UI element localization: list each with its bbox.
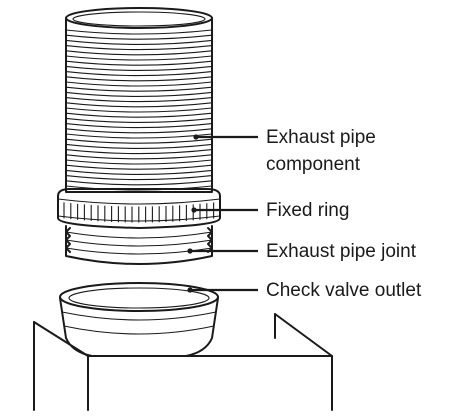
- pipe-rib: [65, 91, 213, 97]
- pipe-rib: [65, 29, 213, 35]
- pipe-rib: [65, 39, 213, 45]
- exhaust-pipe-component: [65, 7, 213, 193]
- pipe-rib: [65, 169, 213, 175]
- pipe-rib: [65, 45, 213, 51]
- callout-leader-lines: [187, 134, 258, 293]
- pipe-rib: [65, 112, 213, 118]
- pipe-rib: [65, 81, 213, 87]
- label-fixed-ring: Fixed ring: [266, 200, 349, 221]
- pipe-rib: [65, 97, 213, 103]
- pipe-rib: [65, 133, 213, 139]
- pipe-rib: [65, 128, 213, 134]
- pipe-rib: [65, 117, 213, 123]
- pipe-rib: [65, 175, 213, 181]
- pipe-rib: [65, 76, 213, 82]
- pipe-rib: [65, 180, 213, 186]
- pipe-rib: [65, 50, 213, 56]
- pipe-rib: [65, 143, 213, 149]
- leader-dot-exhaust-pipe-joint: [187, 248, 193, 254]
- label-exhaust-pipe-component-line1: Exhaust pipe: [266, 127, 376, 148]
- pipe-rib: [65, 107, 213, 113]
- pipe-corrugation-ribs: [65, 29, 213, 191]
- pipe-rib: [65, 60, 213, 66]
- pipe-rib: [65, 102, 213, 108]
- pipe-rib: [65, 86, 213, 92]
- pipe-rib: [65, 138, 213, 144]
- joint-thread: [65, 227, 213, 253]
- label-exhaust-pipe-joint: Exhaust pipe joint: [266, 241, 417, 262]
- pipe-rib: [65, 34, 213, 40]
- label-check-valve-outlet: Check valve outlet: [266, 280, 422, 301]
- check-valve-outlet: [59, 282, 219, 357]
- leader-dot-check-valve-outlet: [187, 287, 193, 293]
- leader-dot-fixed-ring: [191, 207, 197, 213]
- fixed-ring: [57, 188, 221, 229]
- callout-labels: Exhaust pipe component Fixed ring Exhaus…: [266, 127, 422, 301]
- base-housing: [33, 313, 333, 411]
- pipe-rib: [65, 65, 213, 71]
- exhaust-pipe-joint: [65, 225, 213, 265]
- pipe-rib: [65, 71, 213, 77]
- pipe-rib: [65, 55, 213, 61]
- pipe-rib: [65, 149, 213, 155]
- label-exhaust-pipe-component-line2: component: [266, 154, 361, 175]
- pipe-rib: [65, 159, 213, 165]
- leader-dot-exhaust-pipe-component: [193, 134, 199, 140]
- pipe-rib: [65, 154, 213, 160]
- fixed-ring-knurling: [63, 202, 215, 223]
- pipe-rib: [65, 123, 213, 129]
- pipe-rib: [65, 164, 213, 170]
